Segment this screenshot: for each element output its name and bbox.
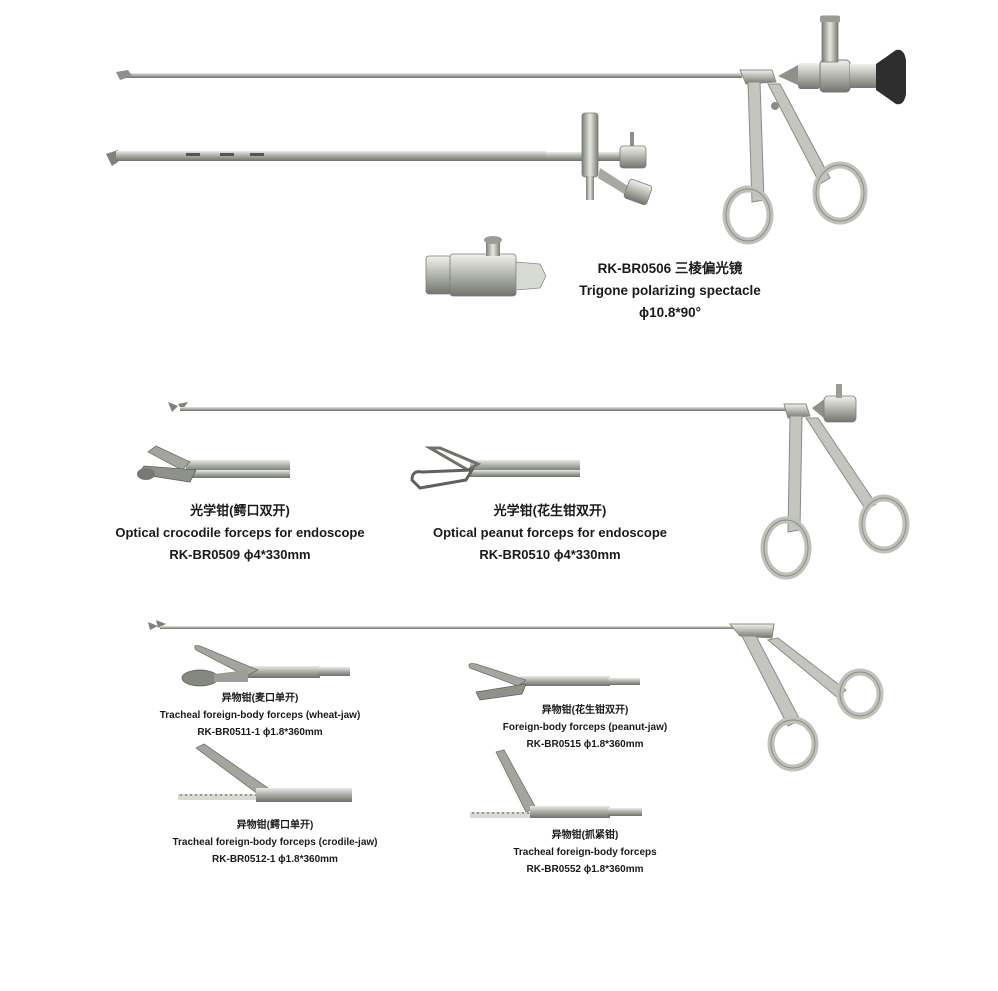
product-name-zh: 光学钳(花生钳双开)	[493, 503, 607, 518]
product-name-zh: 异物钳(花生钳双开)	[541, 705, 629, 716]
product-name-en: Optical crocodile forceps for endoscope	[115, 525, 365, 540]
caption-tracheal-crodile-jaw: 异物钳(鳄口单开) Tracheal foreign-body forceps …	[150, 817, 400, 868]
product-name-zh: 异物钳(鳄口单开)	[236, 820, 314, 831]
crocodile-jaw-detail	[137, 445, 290, 483]
caption-optical-crocodile-forceps: 光学钳(鳄口双开) Optical crocodile forceps for …	[100, 500, 380, 566]
product-spec: ϕ10.8*90°	[638, 305, 702, 320]
product-name-zh: 光学钳(鳄口双开)	[190, 503, 290, 518]
polarizing-adapter	[425, 236, 547, 297]
product-name-en: Optical peanut forceps for endoscope	[432, 525, 668, 540]
product-spec: RK-BR0510 ϕ4*330mm	[479, 547, 621, 562]
sheath-instrument	[106, 112, 653, 206]
caption-tracheal-wheat-jaw: 异物钳(麦口单开) Tracheal foreign-body forceps …	[150, 690, 370, 741]
product-name-en: Tracheal foreign-body forceps (wheat-jaw…	[159, 710, 361, 721]
product-name-en: Trigone polarizing spectacle	[579, 283, 761, 298]
peanut-jaw-small-detail	[468, 663, 640, 701]
optical-forceps-assembly	[168, 384, 910, 580]
product-spec: RK-BR0511-1 ϕ1.8*360mm	[197, 727, 323, 738]
peanut-jaw-detail	[410, 446, 580, 490]
tracheal-forceps-assembly	[148, 620, 884, 772]
product-spec: RK-BR0512-1 ϕ1.8*360mm	[212, 854, 338, 865]
product-name-en: Foreign-body forceps (peanut-jaw)	[502, 722, 668, 733]
wheat-jaw-detail	[181, 645, 350, 687]
product-name-zh: 异物钳(麦口单开)	[221, 693, 299, 704]
product-name-zh: 异物钳(抓紧钳)	[551, 830, 619, 841]
product-name-zh: RK-BR0506 三棱偏光镜	[597, 261, 743, 276]
product-spec: RK-BR0509 ϕ4*330mm	[169, 547, 311, 562]
crodile-jaw-small-detail	[178, 743, 352, 802]
product-name-en: Tracheal foreign-body forceps	[513, 847, 657, 858]
product-spec: RK-BR0552 ϕ1.8*360mm	[526, 864, 644, 875]
product-name-en: Tracheal foreign-body forceps (crodile-j…	[172, 837, 378, 848]
grasping-jaw-small-detail	[470, 749, 642, 818]
caption-optical-peanut-forceps: 光学钳(花生钳双开) Optical peanut forceps for en…	[410, 500, 690, 566]
product-spec: RK-BR0515 ϕ1.8*360mm	[526, 739, 644, 750]
caption-tracheal-grasping: 异物钳(抓紧钳) Tracheal foreign-body forceps R…	[480, 827, 690, 878]
caption-foreign-body-peanut-jaw: 异物钳(花生钳双开) Foreign-body forceps (peanut-…	[480, 702, 690, 753]
telescope-forceps-assembly	[116, 15, 906, 245]
caption-trigone-spectacle: RK-BR0506 三棱偏光镜 Trigone polarizing spect…	[560, 258, 780, 324]
